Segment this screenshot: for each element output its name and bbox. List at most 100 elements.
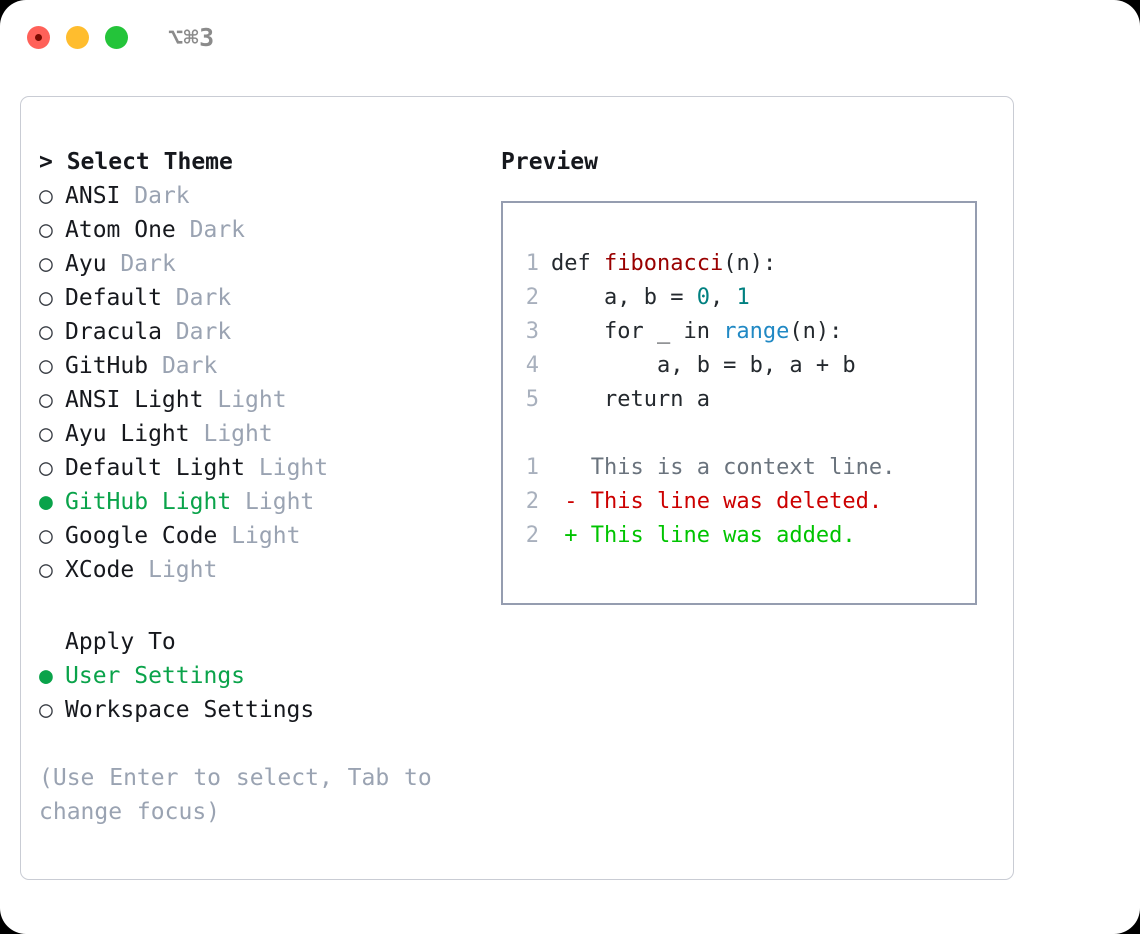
- theme-option-google-code[interactable]: ○ Google Code Light: [39, 519, 479, 553]
- code-token: (n):: [789, 319, 843, 344]
- theme-variant-badge: Dark: [161, 353, 218, 379]
- window-controls: [27, 26, 128, 49]
- code-token: 1: [736, 285, 750, 310]
- radio-unselected-icon: ○: [39, 285, 53, 311]
- diff-line-text: This is a context line.: [551, 455, 896, 480]
- radio-unselected-icon: ○: [39, 217, 53, 243]
- line-number: 2: [525, 489, 539, 514]
- code-token: for _ in: [551, 319, 724, 344]
- select-theme-header: > Select Theme: [39, 149, 233, 175]
- close-button-icon[interactable]: [27, 26, 50, 49]
- theme-variant-badge: Light: [203, 421, 273, 447]
- apply-to-option-label: Workspace Settings: [65, 697, 315, 723]
- list-spacer: [39, 587, 479, 625]
- main-panel: > Select Theme ○ANSI Dark○Atom One Dark○…: [20, 96, 1014, 880]
- title-bar: ⌥⌘3: [0, 0, 1140, 78]
- zoom-button-icon[interactable]: [105, 26, 128, 49]
- code-line: 4 a, b = b, a + b: [515, 349, 975, 383]
- theme-option-xcode[interactable]: ○ XCode Light: [39, 553, 479, 587]
- theme-option-label: ANSI Light: [65, 387, 204, 413]
- radio-unselected-icon: ○: [39, 319, 53, 345]
- keyboard-hint-text: (Use Enter to select, Tab to change focu…: [39, 765, 432, 825]
- left-column: > Select Theme ○ANSI Dark○Atom One Dark○…: [39, 145, 479, 829]
- theme-option-github-light[interactable]: ● GitHub Light Light: [39, 485, 479, 519]
- code-token: return a: [551, 387, 710, 412]
- theme-option-label: GitHub Light: [65, 489, 232, 515]
- theme-variant-badge: Dark: [120, 251, 176, 277]
- theme-option-label: Ayu: [65, 251, 107, 277]
- line-number: 3: [525, 319, 539, 344]
- theme-option-ayu-light[interactable]: ○ Ayu Light Light: [39, 417, 479, 451]
- line-number: 1: [525, 455, 539, 480]
- radio-unselected-icon: ○: [39, 183, 53, 209]
- theme-option-dracula[interactable]: ○Dracula Dark: [39, 315, 479, 349]
- code-token: a, b = b, a + b: [551, 353, 856, 378]
- radio-unselected-icon: ○: [39, 251, 53, 277]
- preview-title: Preview: [501, 149, 598, 175]
- line-number: 1: [525, 251, 539, 276]
- theme-option-label: XCode: [65, 557, 135, 583]
- theme-option-default[interactable]: ○ Default Dark: [39, 281, 479, 315]
- radio-unselected-icon: ○: [39, 523, 53, 549]
- minimize-button-icon[interactable]: [66, 26, 89, 49]
- theme-option-label: Atom One: [65, 217, 176, 243]
- theme-option-label: Google Code: [65, 523, 218, 549]
- diff-line-ctx: 1 This is a context line.: [515, 451, 975, 485]
- radio-selected-icon: ●: [39, 663, 53, 689]
- theme-option-label: Ayu Light: [65, 421, 190, 447]
- theme-option-atom-one[interactable]: ○ Atom One Dark: [39, 213, 479, 247]
- code-token: a, b =: [551, 285, 697, 310]
- theme-list: ○ANSI Dark○Atom One Dark○Ayu Dark○Defaul…: [39, 179, 479, 587]
- theme-variant-badge: Dark: [134, 183, 190, 209]
- line-number: 2: [525, 523, 539, 548]
- code-line: 3 for _ in range(n):: [515, 315, 975, 349]
- radio-unselected-icon: ○: [39, 557, 53, 583]
- diff-line-text: + This line was added.: [551, 523, 856, 548]
- theme-option-label: GitHub: [65, 353, 149, 379]
- theme-variant-badge: Light: [217, 387, 287, 413]
- code-token: fibonacci: [603, 251, 724, 276]
- apply-to-option-label: User Settings: [65, 663, 246, 689]
- theme-variant-badge: Light: [245, 489, 315, 515]
- radio-unselected-icon: ○: [39, 421, 53, 447]
- radio-unselected-icon: ○: [39, 697, 53, 723]
- radio-unselected-icon: ○: [39, 387, 53, 413]
- diff-line-del: 2 - This line was deleted.: [515, 485, 975, 519]
- radio-selected-icon: ●: [39, 489, 53, 515]
- radio-unselected-icon: ○: [39, 455, 53, 481]
- code-token: range: [723, 319, 790, 344]
- theme-variant-badge: Light: [148, 557, 218, 583]
- apply-to-option-workspace-settings[interactable]: ○ Workspace Settings: [39, 693, 479, 727]
- apply-to-option-user-settings[interactable]: ● User Settings: [39, 659, 479, 693]
- apply-to-header: Apply To: [65, 629, 176, 655]
- theme-variant-badge: Light: [231, 523, 301, 549]
- theme-variant-badge: Dark: [175, 319, 232, 345]
- code-token: (n):: [723, 251, 777, 276]
- theme-option-ansi[interactable]: ○ANSI Dark: [39, 179, 479, 213]
- code-line: 5 return a: [515, 383, 975, 417]
- radio-unselected-icon: ○: [39, 353, 53, 379]
- theme-variant-badge: Dark: [175, 285, 232, 311]
- diff-line-add: 2 + This line was added.: [515, 519, 975, 553]
- theme-variant-badge: Light: [258, 455, 329, 481]
- theme-option-ansi-light[interactable]: ○ ANSI Light Light: [39, 383, 479, 417]
- theme-variant-badge: Dark: [189, 217, 246, 243]
- line-number: 4: [525, 353, 539, 378]
- diff-sample: 1 This is a context line.2 - This line w…: [515, 451, 975, 553]
- diff-spacer: [515, 417, 975, 451]
- theme-option-label: Default: [65, 285, 162, 311]
- theme-option-github[interactable]: ○ GitHub Dark: [39, 349, 479, 383]
- theme-option-ayu[interactable]: ○ Ayu Dark: [39, 247, 479, 281]
- theme-option-label: Default Light: [65, 455, 246, 481]
- code-line: 1 def fibonacci(n):: [515, 247, 975, 281]
- apply-to-list: ● User Settings ○ Workspace Settings: [39, 659, 479, 727]
- code-token: def: [551, 251, 604, 276]
- code-line: 2 a, b = 0, 1: [515, 281, 975, 315]
- diff-line-text: - This line was deleted.: [551, 489, 883, 514]
- theme-option-default-light[interactable]: ○ Default Light Light: [39, 451, 479, 485]
- line-number: 5: [525, 387, 539, 412]
